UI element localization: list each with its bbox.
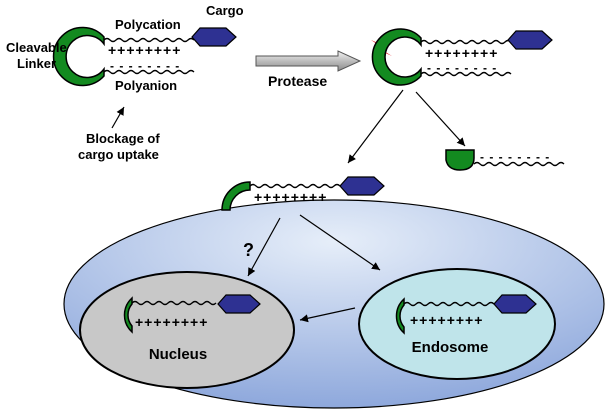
split-arrow-right <box>415 91 466 147</box>
activated-complex: ++++++++ <box>221 176 385 211</box>
cleaved-linker-shape <box>371 28 422 86</box>
released-polyanion: - - - - - - - - <box>445 149 565 171</box>
arrow-to-endosome <box>299 214 381 271</box>
polyanion-strand <box>103 69 195 75</box>
polycation-strand <box>103 37 195 43</box>
blockage-arrow <box>111 106 125 129</box>
activated-cargo-block <box>339 176 385 196</box>
endosome-polycation-strand <box>403 301 495 307</box>
cleaved-polycation-strand <box>420 39 512 45</box>
activated-polycation-charges: ++++++++ <box>254 189 327 205</box>
cleaved-complex: ++++++++ - - - - - - - - <box>371 28 553 86</box>
cleaved-cargo-block <box>507 30 553 50</box>
released-linker-fragment <box>445 149 475 171</box>
question-mark: ? <box>243 240 254 260</box>
activated-polycation-strand <box>249 183 341 189</box>
endosome-cargo-block <box>493 294 537 314</box>
protease-arrow <box>255 50 362 72</box>
endosome-linker-shape <box>395 297 405 335</box>
released-polyanion-charges: - - - - - - - - <box>480 150 550 164</box>
cleavable-linker-shape <box>52 26 105 87</box>
arrow-endosome-to-nucleus <box>299 307 356 323</box>
arrow-to-nucleus <box>247 217 281 277</box>
blockage-label-line1: Blockage of <box>86 131 160 146</box>
polycation-charges: ++++++++ <box>108 42 181 58</box>
cleaved-polycation-charges: ++++++++ <box>425 45 498 61</box>
nucleus-polycation-charges: ++++++++ <box>135 314 208 330</box>
endosome-polycation-charges: ++++++++ <box>410 312 483 328</box>
nucleus-compartment <box>79 271 295 389</box>
endosome-label: Endosome <box>412 339 489 356</box>
cleaved-polyanion-strand <box>420 71 512 77</box>
cleaved-polyanion-charges: - - - - - - - - <box>427 61 497 75</box>
cleavable-linker-label-line1: Cleavable <box>6 40 67 55</box>
cargo-label: Cargo <box>206 3 244 18</box>
nucleus-polycation-strand <box>131 300 217 306</box>
polyanion-charges: - - - - - - - - <box>110 59 180 73</box>
nucleus-cargo-block <box>217 294 261 314</box>
polycation-label: Polycation <box>115 17 181 32</box>
nucleus-complex: ++++++++ <box>123 294 261 334</box>
blockage-label-line2: cargo uptake <box>78 147 159 162</box>
polyanion-label: Polyanion <box>115 78 177 93</box>
nucleus-linker-shape <box>123 296 133 334</box>
split-arrow-left <box>347 89 404 164</box>
protease-label: Protease <box>268 73 327 89</box>
blocked-complex: ++++++++ - - - - - - - - <box>52 26 237 87</box>
nucleus-label: Nucleus <box>149 346 207 363</box>
endosome-complex: ++++++++ <box>395 294 537 335</box>
released-polyanion-strand <box>473 161 565 167</box>
activated-linker-shape <box>221 181 251 211</box>
cargo-block <box>191 27 237 47</box>
cleavable-linker-label-line2: Linker <box>17 56 56 71</box>
